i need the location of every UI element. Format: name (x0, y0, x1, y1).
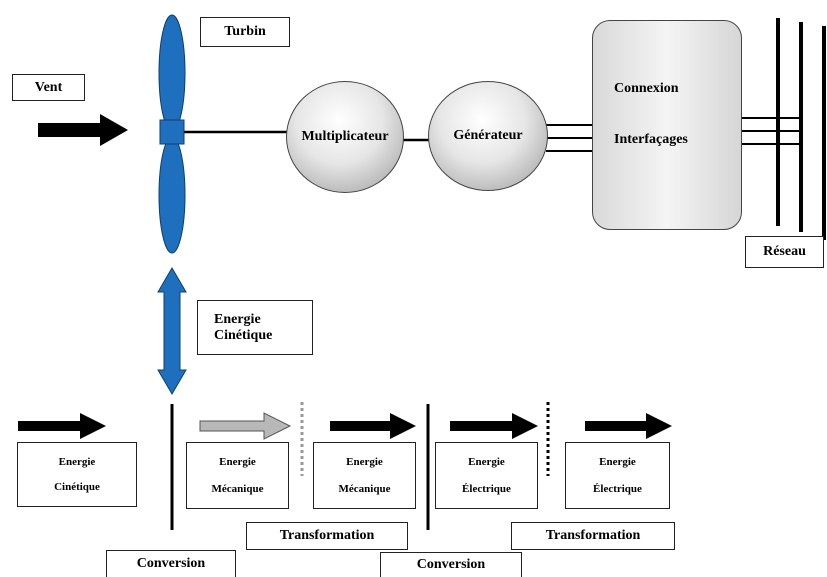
energy-box-2: Energie Mécanique (186, 442, 289, 509)
flow-arrow-5 (585, 413, 672, 439)
reseau-label: Réseau (745, 236, 824, 268)
conversion-label-1: Conversion (106, 550, 236, 577)
flow-arrow-1 (18, 413, 106, 439)
multiplicateur-label: Multiplicateur (301, 129, 389, 144)
wind-arrow (38, 114, 128, 146)
connexion-label: Connexion (614, 81, 679, 96)
vent-label: Vent (12, 74, 85, 101)
flow-arrow-2 (199, 412, 292, 440)
flow-arrow-3 (330, 413, 416, 439)
blade-top (158, 14, 186, 132)
energy-box-5: Energie Électrique (565, 442, 670, 509)
turbine-hub (159, 119, 185, 145)
double-arrow (157, 267, 187, 395)
energy-box-3: Energie Mécanique (313, 442, 416, 509)
transformation-label-2: Transformation (511, 522, 675, 550)
energy-box-1: Energie Cinétique (17, 442, 137, 507)
blade-bottom (158, 136, 186, 254)
flow-arrow-4 (450, 413, 538, 439)
turbin-label: Turbin (200, 17, 290, 47)
interfacages-label: Interfaçages (614, 132, 688, 147)
connexion-box (592, 20, 742, 230)
generateur-label: Générateur (453, 128, 523, 143)
generateur-circle: Générateur (428, 81, 548, 191)
multiplicateur-circle: Multiplicateur (286, 81, 404, 193)
energie-cinetique-label: Energie Cinétique (197, 300, 313, 355)
energy-box-4: Energie Électrique (435, 442, 538, 509)
transformation-label-1: Transformation (246, 522, 408, 550)
conversion-label-2: Conversion (380, 552, 522, 577)
